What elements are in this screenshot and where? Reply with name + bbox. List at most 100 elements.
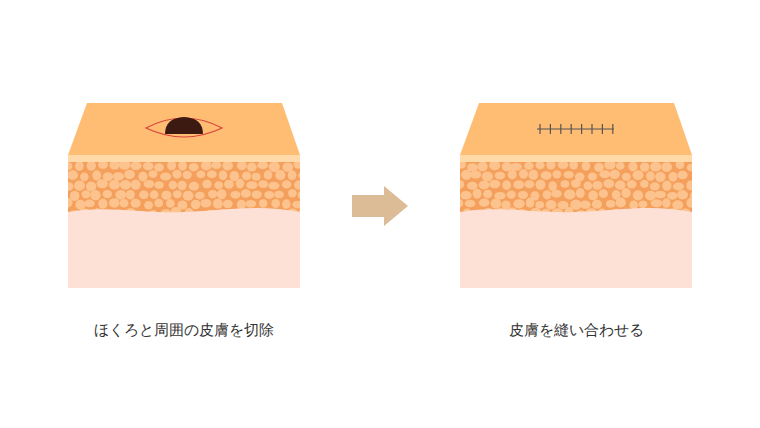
fat-cell bbox=[592, 200, 602, 209]
fat-cell bbox=[183, 171, 192, 179]
fat-cell bbox=[103, 190, 112, 198]
fat-cell bbox=[460, 191, 471, 200]
fat-cell bbox=[201, 162, 212, 170]
fat-cell bbox=[479, 199, 490, 207]
fat-cell bbox=[489, 162, 500, 170]
fat-cell bbox=[460, 162, 466, 169]
fat-cell bbox=[654, 191, 666, 199]
fat-cell bbox=[622, 173, 631, 181]
fat-cell bbox=[294, 180, 300, 189]
fat-cell bbox=[75, 162, 84, 171]
fat-cell bbox=[477, 162, 487, 172]
fat-cell bbox=[640, 180, 648, 188]
fat-cell bbox=[241, 189, 251, 197]
fat-cell bbox=[494, 192, 505, 200]
fat-cell bbox=[479, 181, 490, 190]
fat-cell bbox=[166, 199, 175, 208]
fat-cell bbox=[546, 200, 557, 210]
fat-cell bbox=[131, 179, 141, 189]
fat-cell bbox=[246, 181, 257, 189]
fat-cell bbox=[673, 182, 684, 190]
fat-cell bbox=[558, 162, 569, 169]
fat-cell bbox=[109, 180, 120, 190]
fat-cell bbox=[571, 179, 581, 187]
fat-cell bbox=[677, 171, 687, 180]
fat-cell bbox=[615, 181, 626, 190]
fat-cell bbox=[191, 200, 201, 210]
fat-cell bbox=[126, 190, 135, 200]
fat-cell bbox=[131, 199, 141, 208]
fat-cell bbox=[507, 191, 516, 199]
fat-cell bbox=[237, 162, 247, 170]
fat-cell bbox=[154, 199, 163, 208]
fat-cell bbox=[219, 170, 227, 180]
fat-cell bbox=[68, 170, 78, 180]
fat-cell bbox=[470, 171, 481, 179]
fat-cell bbox=[518, 191, 528, 199]
fat-cell bbox=[120, 199, 129, 208]
fat-cell bbox=[202, 180, 212, 189]
fat-cell bbox=[592, 181, 602, 190]
fat-cell bbox=[177, 181, 186, 191]
fat-cell bbox=[672, 200, 683, 209]
fat-cell bbox=[82, 190, 91, 198]
fat-cell bbox=[627, 180, 637, 188]
fat-cell bbox=[536, 180, 546, 190]
fat-cell bbox=[98, 198, 107, 208]
fat-cell bbox=[115, 190, 126, 200]
fat-cell bbox=[252, 190, 262, 198]
fat-cell bbox=[483, 190, 492, 199]
fat-cell bbox=[160, 172, 171, 180]
fat-cell bbox=[189, 163, 199, 171]
fat-cell bbox=[86, 182, 96, 192]
fat-cell bbox=[639, 200, 648, 208]
fat-cell bbox=[528, 170, 538, 180]
fat-cell bbox=[661, 162, 672, 172]
fat-cell bbox=[616, 198, 626, 208]
fat-cell bbox=[621, 188, 630, 198]
fat-cell bbox=[491, 199, 502, 209]
fat-cell bbox=[173, 190, 182, 198]
fat-cell bbox=[692, 172, 693, 180]
fat-cell bbox=[275, 170, 285, 180]
fat-cell bbox=[214, 181, 223, 189]
fat-cell bbox=[482, 172, 493, 182]
step-panel: 皮膚を縫い合わせる bbox=[428, 100, 724, 340]
fat-cell bbox=[195, 192, 205, 200]
fat-cell bbox=[667, 192, 678, 200]
fat-cell bbox=[161, 191, 171, 200]
fat-cell bbox=[561, 180, 570, 188]
fat-cell bbox=[583, 182, 592, 190]
fat-cell bbox=[84, 200, 94, 208]
fat-cell bbox=[169, 181, 178, 190]
fat-cell bbox=[271, 199, 279, 208]
fat-cell bbox=[629, 200, 638, 209]
skin-block bbox=[61, 103, 309, 288]
fat-cell bbox=[686, 198, 692, 208]
fat-cell bbox=[298, 190, 300, 200]
fat-cell bbox=[502, 180, 511, 190]
fat-cell bbox=[606, 200, 616, 208]
fat-cell bbox=[200, 199, 211, 207]
fat-cell bbox=[258, 180, 268, 188]
fat-cell bbox=[288, 189, 297, 197]
fat-cell bbox=[208, 190, 217, 198]
fat-cell bbox=[139, 191, 148, 200]
incision-line bbox=[146, 118, 222, 137]
fat-cell bbox=[616, 162, 625, 170]
fat-cell bbox=[686, 180, 692, 190]
fat-cell bbox=[257, 162, 268, 169]
fat-cell bbox=[551, 190, 562, 198]
fat-cell bbox=[224, 180, 234, 189]
fat-cell bbox=[298, 171, 300, 180]
fat-cell bbox=[292, 201, 300, 209]
fat-cell bbox=[650, 162, 661, 172]
fat-cell bbox=[526, 197, 534, 207]
fat-cell bbox=[80, 173, 88, 182]
fat-cell bbox=[582, 162, 591, 171]
fat-cell bbox=[68, 197, 73, 207]
fat-cell bbox=[268, 182, 279, 190]
fat-cell bbox=[293, 162, 300, 169]
fat-cell bbox=[460, 199, 463, 208]
